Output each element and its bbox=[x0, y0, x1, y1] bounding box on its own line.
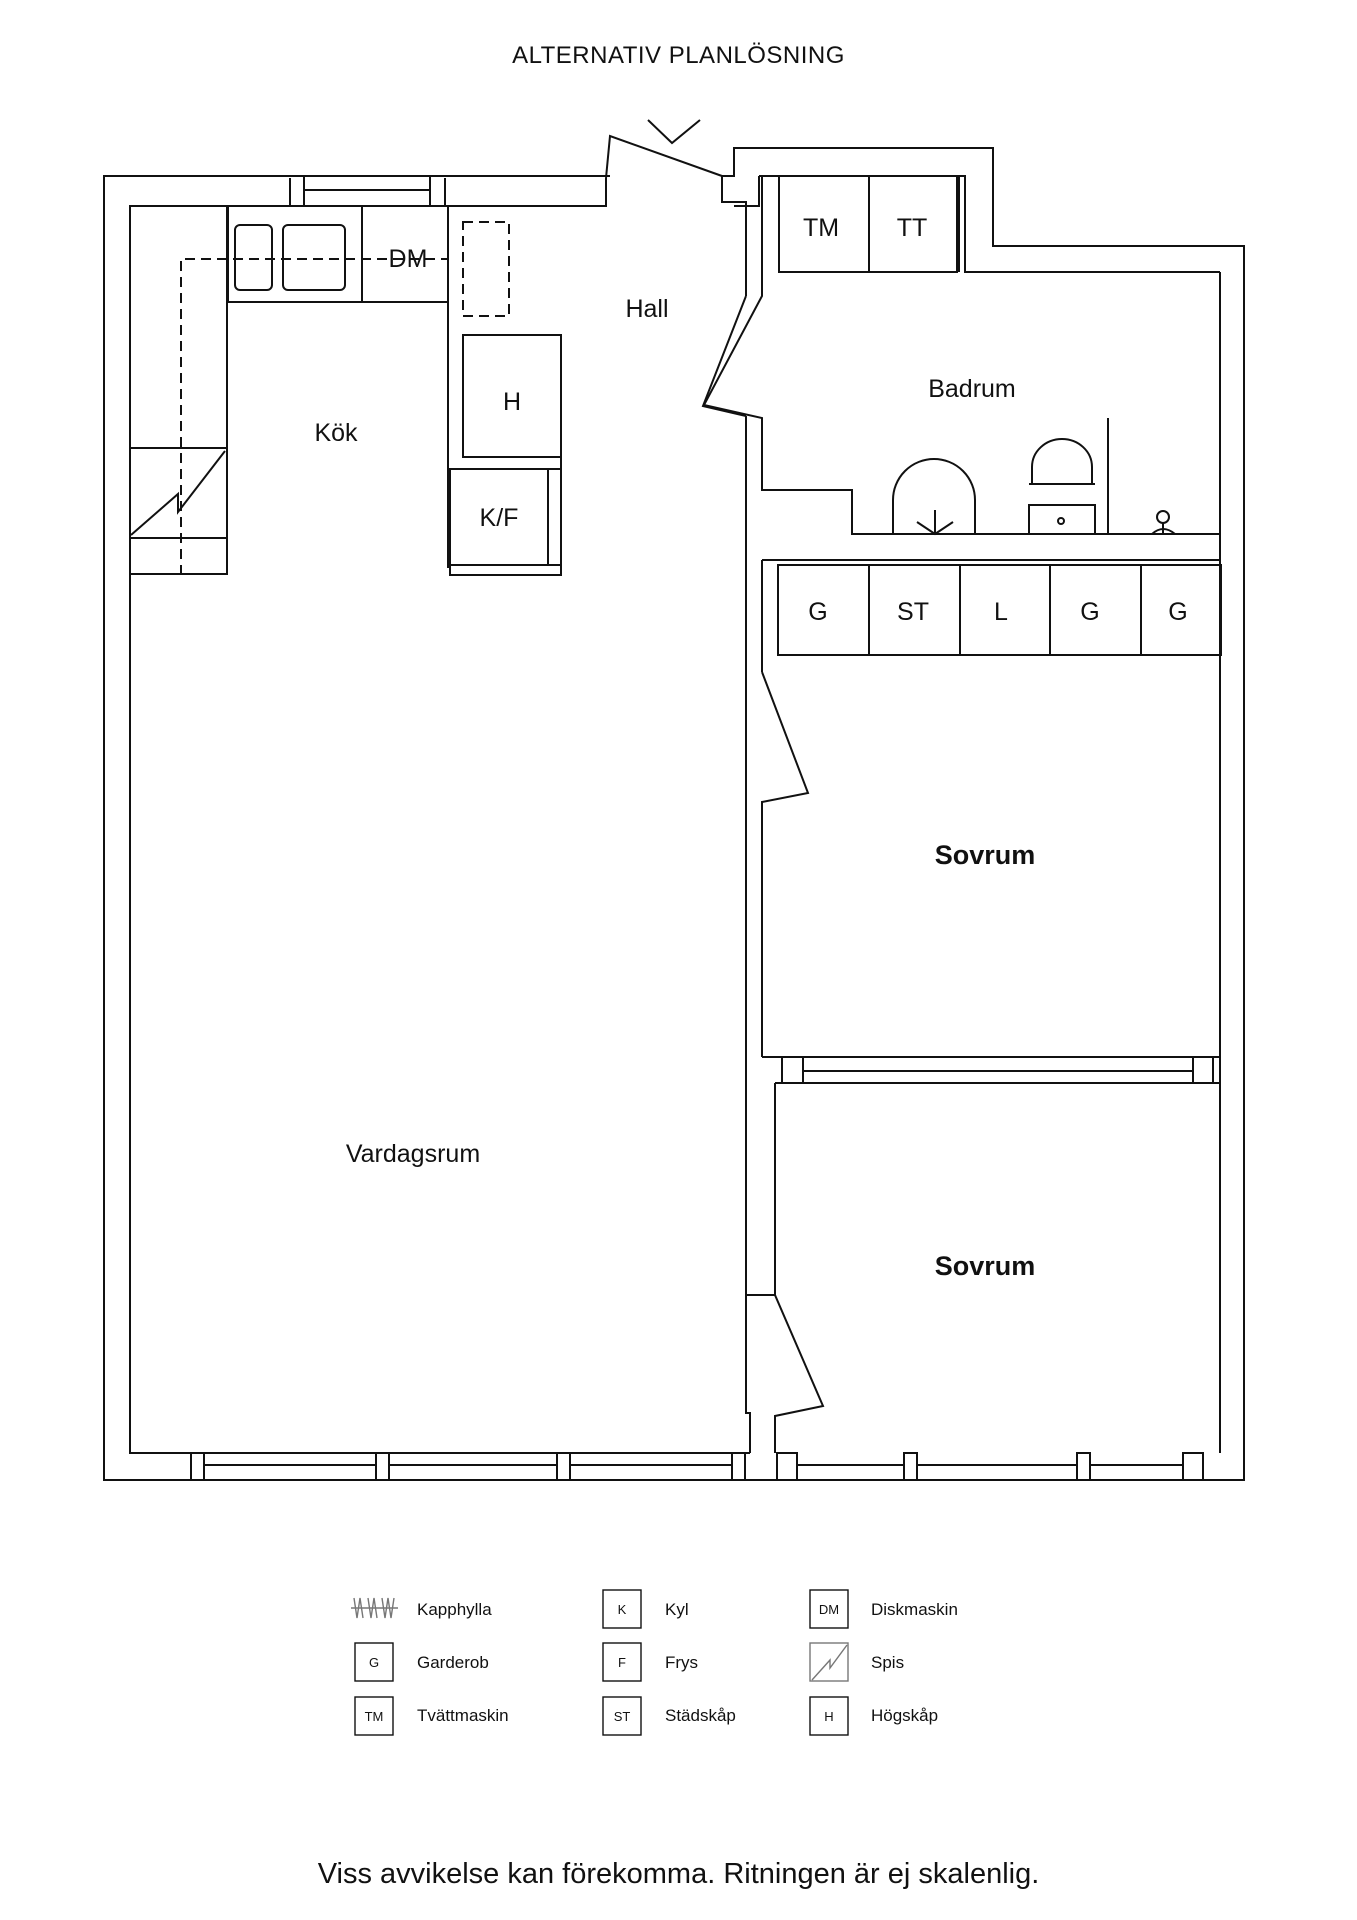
stove-icon bbox=[130, 450, 226, 536]
legend-code-tm: TM bbox=[365, 1709, 384, 1724]
fixture-label-dm: DM bbox=[389, 245, 428, 273]
outer-wall bbox=[103, 147, 1245, 1481]
legend-dm-box-icon bbox=[809, 1589, 849, 1629]
fixture-label-h: H bbox=[503, 388, 521, 416]
closet-label-5: G bbox=[1168, 598, 1187, 626]
legend-text-kapphylla: Kapphylla bbox=[417, 1600, 492, 1619]
legend-code-k: K bbox=[618, 1602, 627, 1617]
kitchen-counter-left bbox=[129, 205, 228, 575]
legend-text-kyl: Kyl bbox=[665, 1600, 689, 1619]
legend-code-h: H bbox=[824, 1709, 833, 1724]
stove-box bbox=[129, 447, 228, 539]
closet-label-4: G bbox=[1080, 598, 1099, 626]
fixture-label-tm: TM bbox=[803, 214, 839, 242]
legend-k-box-icon bbox=[602, 1589, 642, 1629]
legend-text-spis: Spis bbox=[871, 1653, 904, 1672]
legend-stove-icon bbox=[809, 1642, 849, 1682]
disclaimer-footer: Viss avvikelse kan förekomma. Ritningen … bbox=[317, 1858, 1040, 1890]
washbasin-icon bbox=[1156, 510, 1170, 524]
legend-g-box-icon bbox=[354, 1642, 394, 1682]
toilet-icon bbox=[1031, 438, 1093, 485]
windows bbox=[190, 175, 1214, 1481]
closet-label-3: L bbox=[994, 598, 1008, 626]
legend-st-box-icon bbox=[602, 1696, 642, 1736]
legend-code-f: F bbox=[618, 1655, 626, 1670]
tumble-dryer-box bbox=[868, 175, 958, 273]
fixture-label-kf: K/F bbox=[480, 504, 519, 532]
entry-door bbox=[605, 119, 723, 179]
legend-text-diskmaskin: Diskmaskin bbox=[871, 1600, 958, 1619]
legend-text-stadskap: Städskåp bbox=[665, 1706, 736, 1725]
room-label-badrum: Badrum bbox=[928, 375, 1016, 403]
room-label-vardagsrum: Vardagsrum bbox=[346, 1140, 480, 1168]
legend-code-st: ST bbox=[614, 1709, 631, 1724]
dishwasher-box bbox=[361, 205, 449, 303]
sink-bowl-large-icon bbox=[282, 224, 346, 291]
room-label-kok: Kök bbox=[314, 419, 358, 447]
coat-rack-icon bbox=[351, 1597, 398, 1619]
closet-label-1: G bbox=[808, 598, 827, 626]
room-label-sovrum-2: Sovrum bbox=[935, 1251, 1036, 1281]
closet-label-2: ST bbox=[897, 598, 929, 626]
room-label-sovrum-1: Sovrum bbox=[935, 840, 1036, 870]
room-label-hall: Hall bbox=[625, 295, 668, 323]
sink-bowl-small-icon bbox=[234, 224, 273, 291]
kitchen-fixtures bbox=[129, 205, 562, 576]
legend-text-garderob: Garderob bbox=[417, 1653, 489, 1672]
kitchen-sink-counter bbox=[227, 205, 363, 303]
legend-h-box-icon bbox=[809, 1696, 849, 1736]
legend-text-hogskap: Högskåp bbox=[871, 1706, 938, 1725]
tall-cabinet-box bbox=[462, 334, 562, 458]
bathroom-fixtures bbox=[778, 175, 1176, 536]
legend-text-frys: Frys bbox=[665, 1653, 698, 1672]
corridor-walls bbox=[745, 416, 1220, 1453]
shower-icon bbox=[892, 458, 976, 534]
bathroom-walls bbox=[701, 175, 1220, 535]
plan-title: ALTERNATIV PLANLÖSNING bbox=[512, 42, 845, 69]
legend: G TM K F ST DM H Kapphylla Garderob Tvät… bbox=[351, 1589, 958, 1736]
legend-tm-box-icon bbox=[354, 1696, 394, 1736]
kitchen-dashed-lines bbox=[180, 221, 510, 575]
legend-text-tvattmaskin: Tvättmaskin bbox=[417, 1706, 509, 1725]
legend-code-g: G bbox=[369, 1655, 379, 1670]
closet-row bbox=[777, 564, 1222, 656]
fixture-label-tt: TT bbox=[897, 214, 928, 242]
legend-f-box-icon bbox=[602, 1642, 642, 1682]
legend-code-dm: DM bbox=[819, 1602, 839, 1617]
